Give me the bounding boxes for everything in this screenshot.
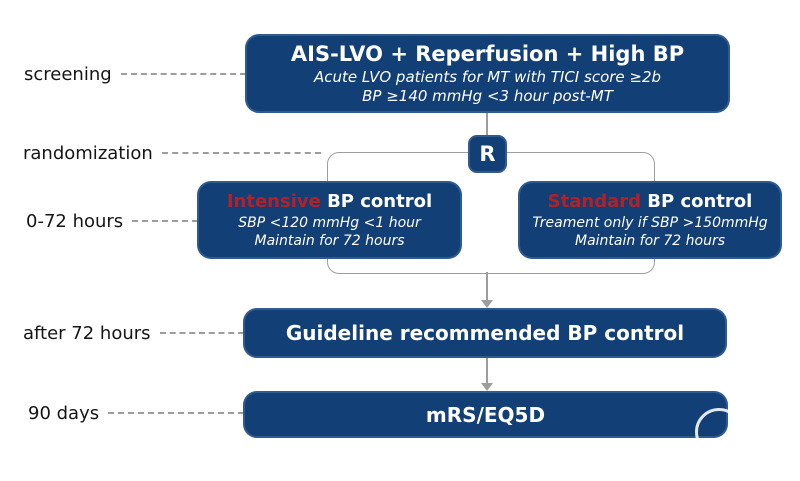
dashed-leader-line [108,412,244,414]
dashed-leader-line [161,152,321,154]
intensive-arm-detail-line1: SBP <120 mmHg <1 hour [238,214,421,231]
randomization-node-label: R [479,142,496,166]
stage-label-randomization: randomization [23,140,321,166]
watermark-arc [695,408,728,438]
connector-screening-to-r [486,111,488,137]
dashed-leader-line [132,220,198,222]
intensive-arm-title-highlight: Intensive [226,190,321,212]
dashed-leader-line [120,73,246,75]
connector-guideline-to-outcome [486,358,488,387]
stage-label-0-72-hours: 0-72 hours [26,208,198,234]
standard-arm-detail-line2: Maintain for 72 hours [574,233,726,250]
intensive-arm-box: Intensive BP control SBP <120 mmHg <1 ho… [197,181,462,259]
guideline-box-title: Guideline recommended BP control [285,321,685,345]
intensive-arm-title-rest: BP control [320,190,433,212]
screening-box-criteria-line2: BP ≥140 mmHg <3 hour post-MT [362,87,613,106]
stage-label-after-72-hours: after 72 hours [23,320,244,346]
dashed-leader-line [159,332,244,334]
intensive-arm-title: Intensive BP control [227,190,432,214]
stage-label-text: after 72 hours [23,322,151,344]
stage-label-text: 0-72 hours [26,210,124,232]
intensive-arm-detail-line2: Maintain for 72 hours [254,233,405,250]
standard-arm-title-highlight: Standard [547,190,641,212]
standard-arm-box: Standard BP control Treament only if SBP… [518,181,782,259]
screening-box: AIS-LVO + Reperfusion + High BP Acute LV… [245,34,730,113]
outcome-box-title: mRS/EQ5D [425,402,546,427]
connector-bracket-to-guideline [486,272,488,304]
stage-label-text: randomization [23,142,153,164]
screening-box-criteria-line1: Acute LVO patients for MT with TICI scor… [313,67,662,86]
stage-label-screening: screening [24,61,246,87]
standard-arm-detail-line1: Treament only if SBP >150mmHg [532,214,768,231]
stage-label-90-days: 90 days [28,400,244,426]
arrow-down-icon [481,300,493,308]
stage-label-text: screening [24,63,112,85]
standard-arm-title: Standard BP control [548,190,753,214]
outcome-box: mRS/EQ5D [243,391,728,438]
screening-box-title: AIS-LVO + Reperfusion + High BP [290,41,685,66]
standard-arm-title-rest: BP control [641,190,753,212]
arrow-down-icon [481,383,493,391]
stage-label-text: 90 days [28,402,100,424]
randomization-node: R [468,135,507,173]
guideline-box: Guideline recommended BP control [243,308,727,358]
